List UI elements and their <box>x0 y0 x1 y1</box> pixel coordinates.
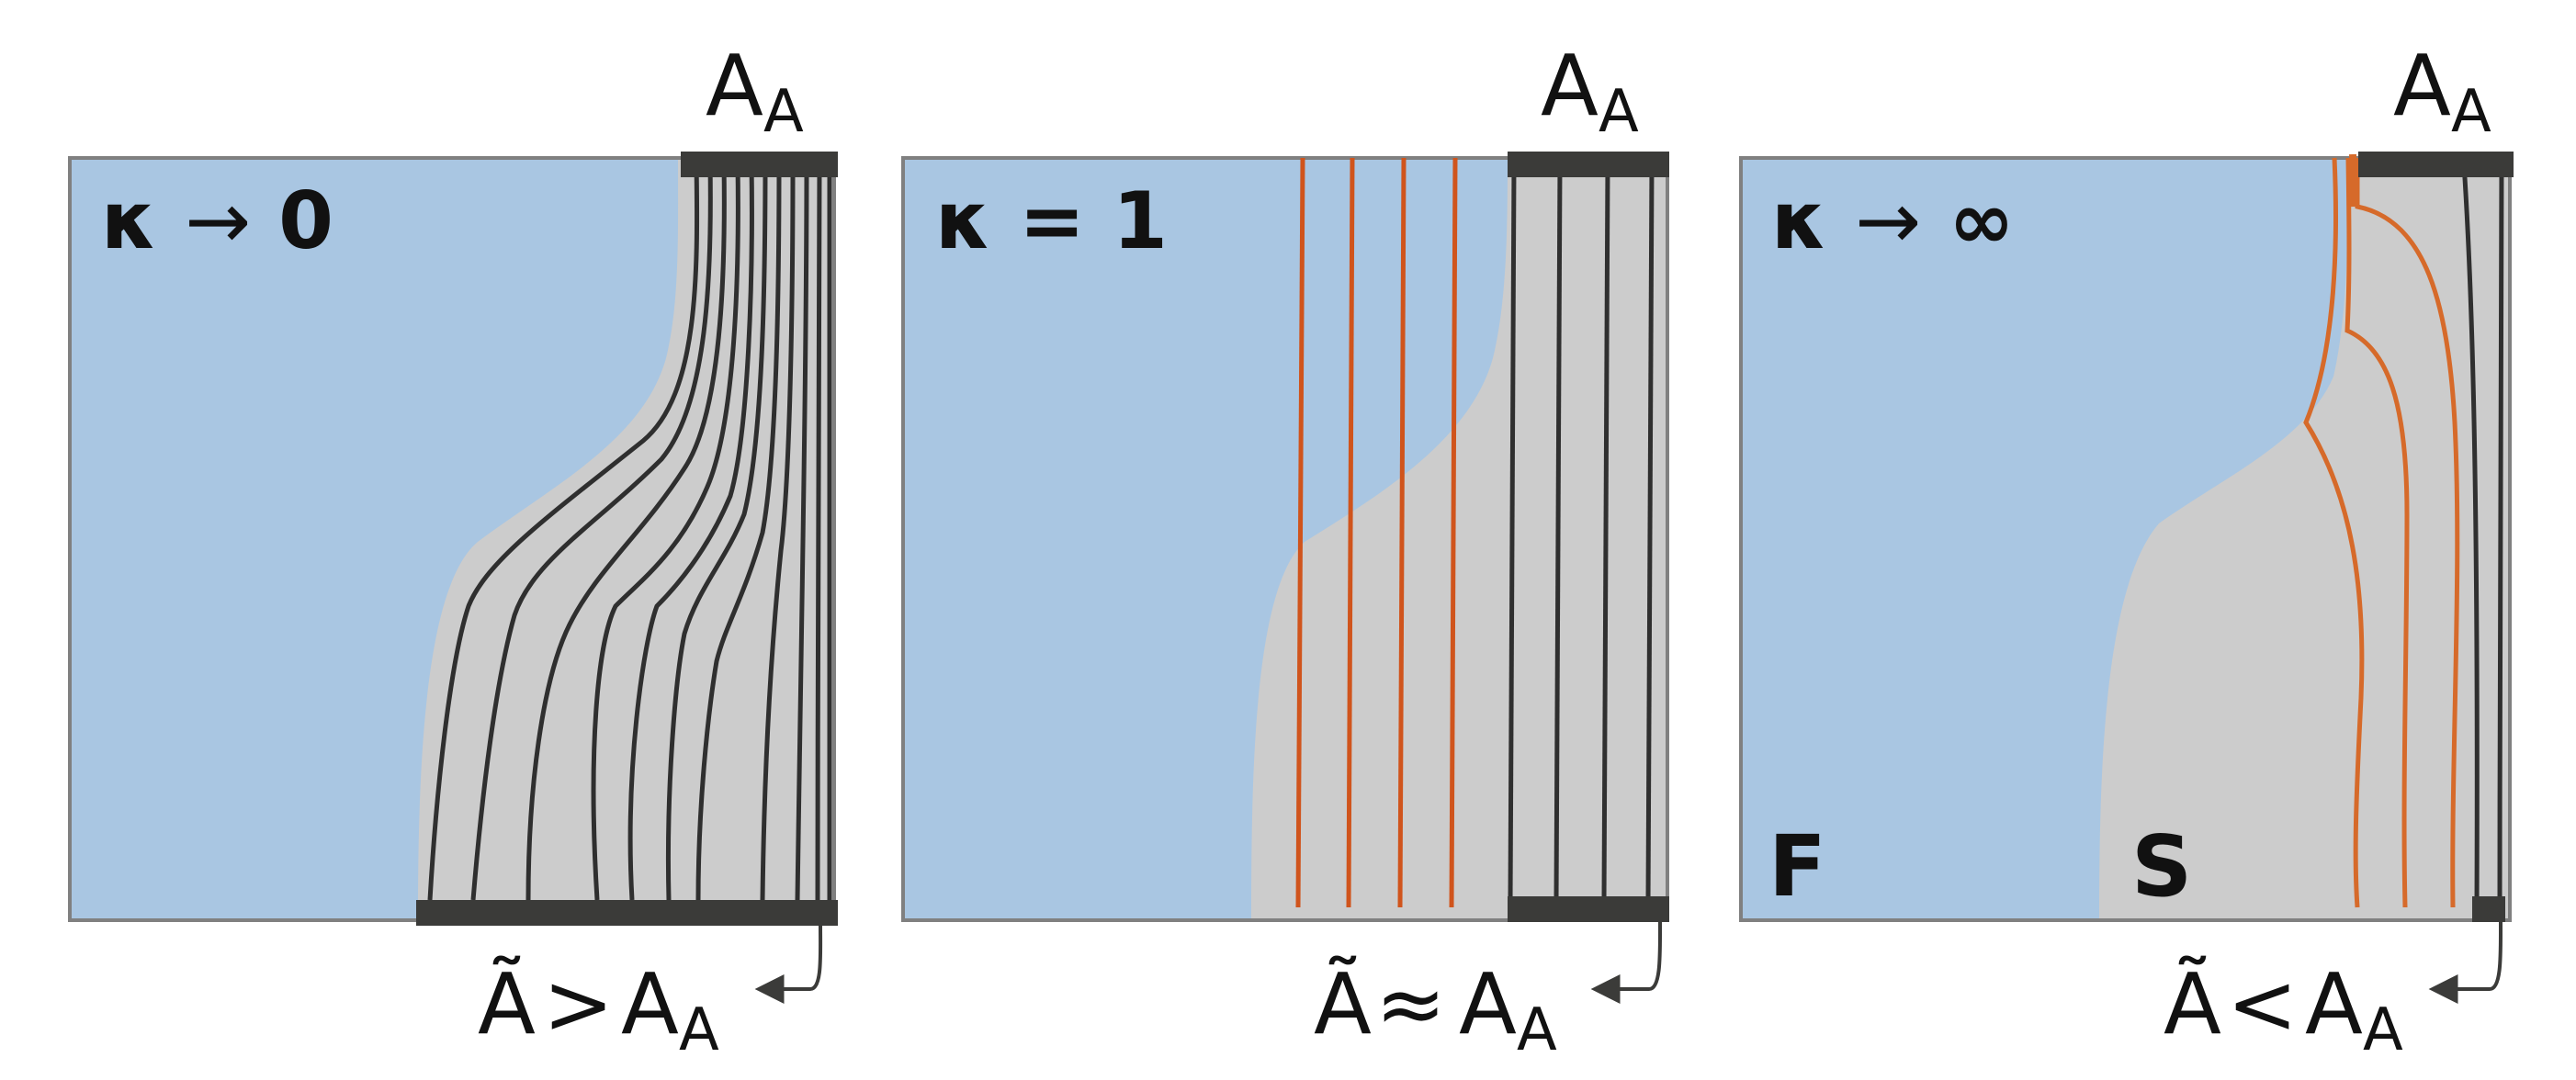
flux-line <box>2355 158 2460 908</box>
flux-lines-orange <box>2303 157 2460 908</box>
flux-line <box>815 163 822 901</box>
flux-line <box>427 163 700 901</box>
kappa-label: κ=1 <box>935 175 1168 267</box>
bottom-area-relation: Ã<AA <box>2164 955 2403 1064</box>
flux-line <box>525 163 727 901</box>
flux-line <box>2303 157 2365 908</box>
flux-line <box>2497 163 2504 908</box>
feedback-arrow <box>754 925 823 1004</box>
kappa-label: κ→0 <box>101 175 333 267</box>
panel-kappa-one: κ=1 AA Ã≈AA <box>901 37 1669 1064</box>
flux-line <box>1346 157 1355 908</box>
flux-line <box>2461 163 2480 908</box>
electrode-top <box>2358 152 2514 177</box>
electrode-bottom <box>1508 896 1669 922</box>
flux-line-thick <box>2349 153 2358 208</box>
panel-kappa-infinity: κ→∞ AA F S Ã<AA <box>1739 37 2514 1064</box>
top-area-label: AA <box>1541 37 1639 146</box>
flux-line <box>1645 163 1655 901</box>
flux-line <box>591 163 740 901</box>
flux-line <box>627 163 754 901</box>
bottom-area-relation: Ã>AA <box>478 955 719 1064</box>
flux-line <box>1601 163 1610 901</box>
electrode-top <box>1508 152 1669 177</box>
kappa-label: κ→∞ <box>1771 175 2015 267</box>
electrode-bottom <box>416 900 838 926</box>
panel-frame <box>901 156 1669 922</box>
flux-line <box>760 163 796 901</box>
panel-kappa-zero: κ→0 AA Ã>AA <box>68 37 838 1064</box>
flux-line <box>1397 157 1407 908</box>
flux-line <box>665 163 768 901</box>
flux-line <box>470 163 713 901</box>
fluid-region-label: F <box>1768 817 1826 916</box>
solid-region <box>418 158 834 920</box>
feedback-arrow <box>2428 921 2503 1004</box>
bottom-area-relation: Ã≈AA <box>1314 955 1557 1064</box>
flux-line <box>1449 157 1458 908</box>
solid-region <box>1251 158 1667 920</box>
flux-lines-orange <box>1295 157 1458 908</box>
feedback-arrow <box>1590 921 1663 1004</box>
flux-line <box>695 163 782 901</box>
flux-lines-dark <box>2461 163 2504 908</box>
electrode-top <box>681 152 838 177</box>
flux-line <box>1508 163 1517 901</box>
top-area-label: AA <box>706 37 804 146</box>
flux-lines-dark <box>1508 163 1655 901</box>
flux-line <box>1554 163 1563 901</box>
flux-line <box>795 163 809 901</box>
solid-region-label: S <box>2131 817 2192 916</box>
panel-frame <box>1739 156 2512 922</box>
flux-lines <box>427 163 832 901</box>
electrode-bottom <box>2472 896 2505 922</box>
top-area-label: AA <box>2393 37 2491 146</box>
flux-line <box>1295 157 1305 908</box>
flux-line <box>2344 157 2410 908</box>
